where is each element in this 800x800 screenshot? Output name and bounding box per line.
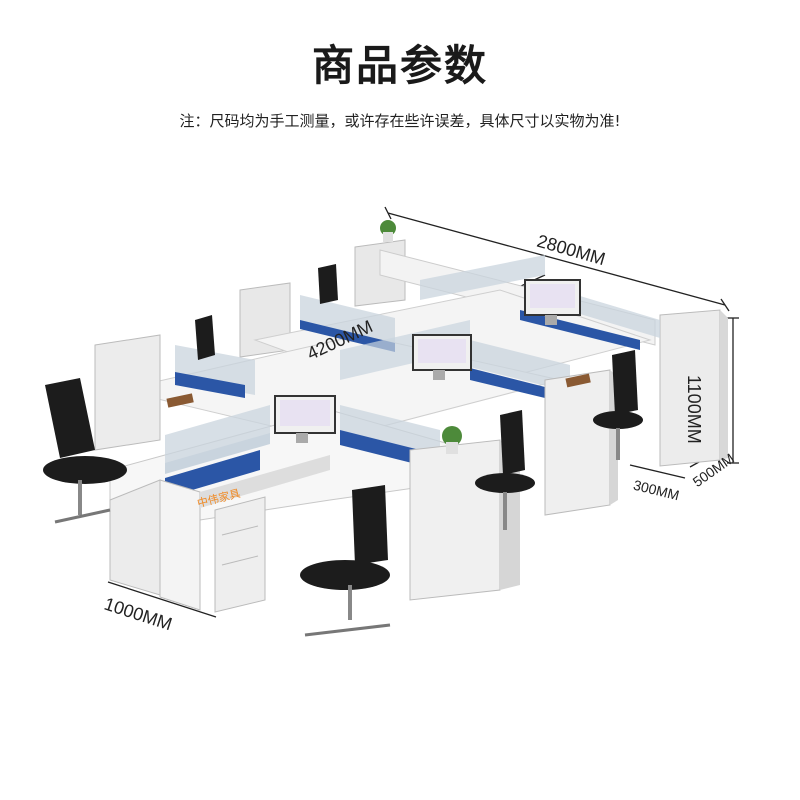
chair-icon <box>195 264 338 360</box>
chair-icon <box>475 410 535 530</box>
decor <box>166 220 591 454</box>
monitors <box>274 279 581 443</box>
measurement-note: 注：尺码均为手工测量，或许存在些许误差，具体尺寸以实物为准! <box>179 112 621 130</box>
chair-icon <box>43 378 127 524</box>
chairs <box>43 264 643 637</box>
monitor-icon <box>274 395 336 443</box>
dimension-height: 1100MM <box>684 375 704 444</box>
plant-icon <box>442 426 462 446</box>
chair-icon <box>593 350 643 460</box>
book-icon <box>166 393 194 408</box>
chair-icon <box>300 485 391 637</box>
book-icon <box>565 373 591 388</box>
page-title: 商品参数 <box>311 41 488 90</box>
monitor-icon <box>412 334 472 380</box>
monitor-icon <box>524 279 581 325</box>
